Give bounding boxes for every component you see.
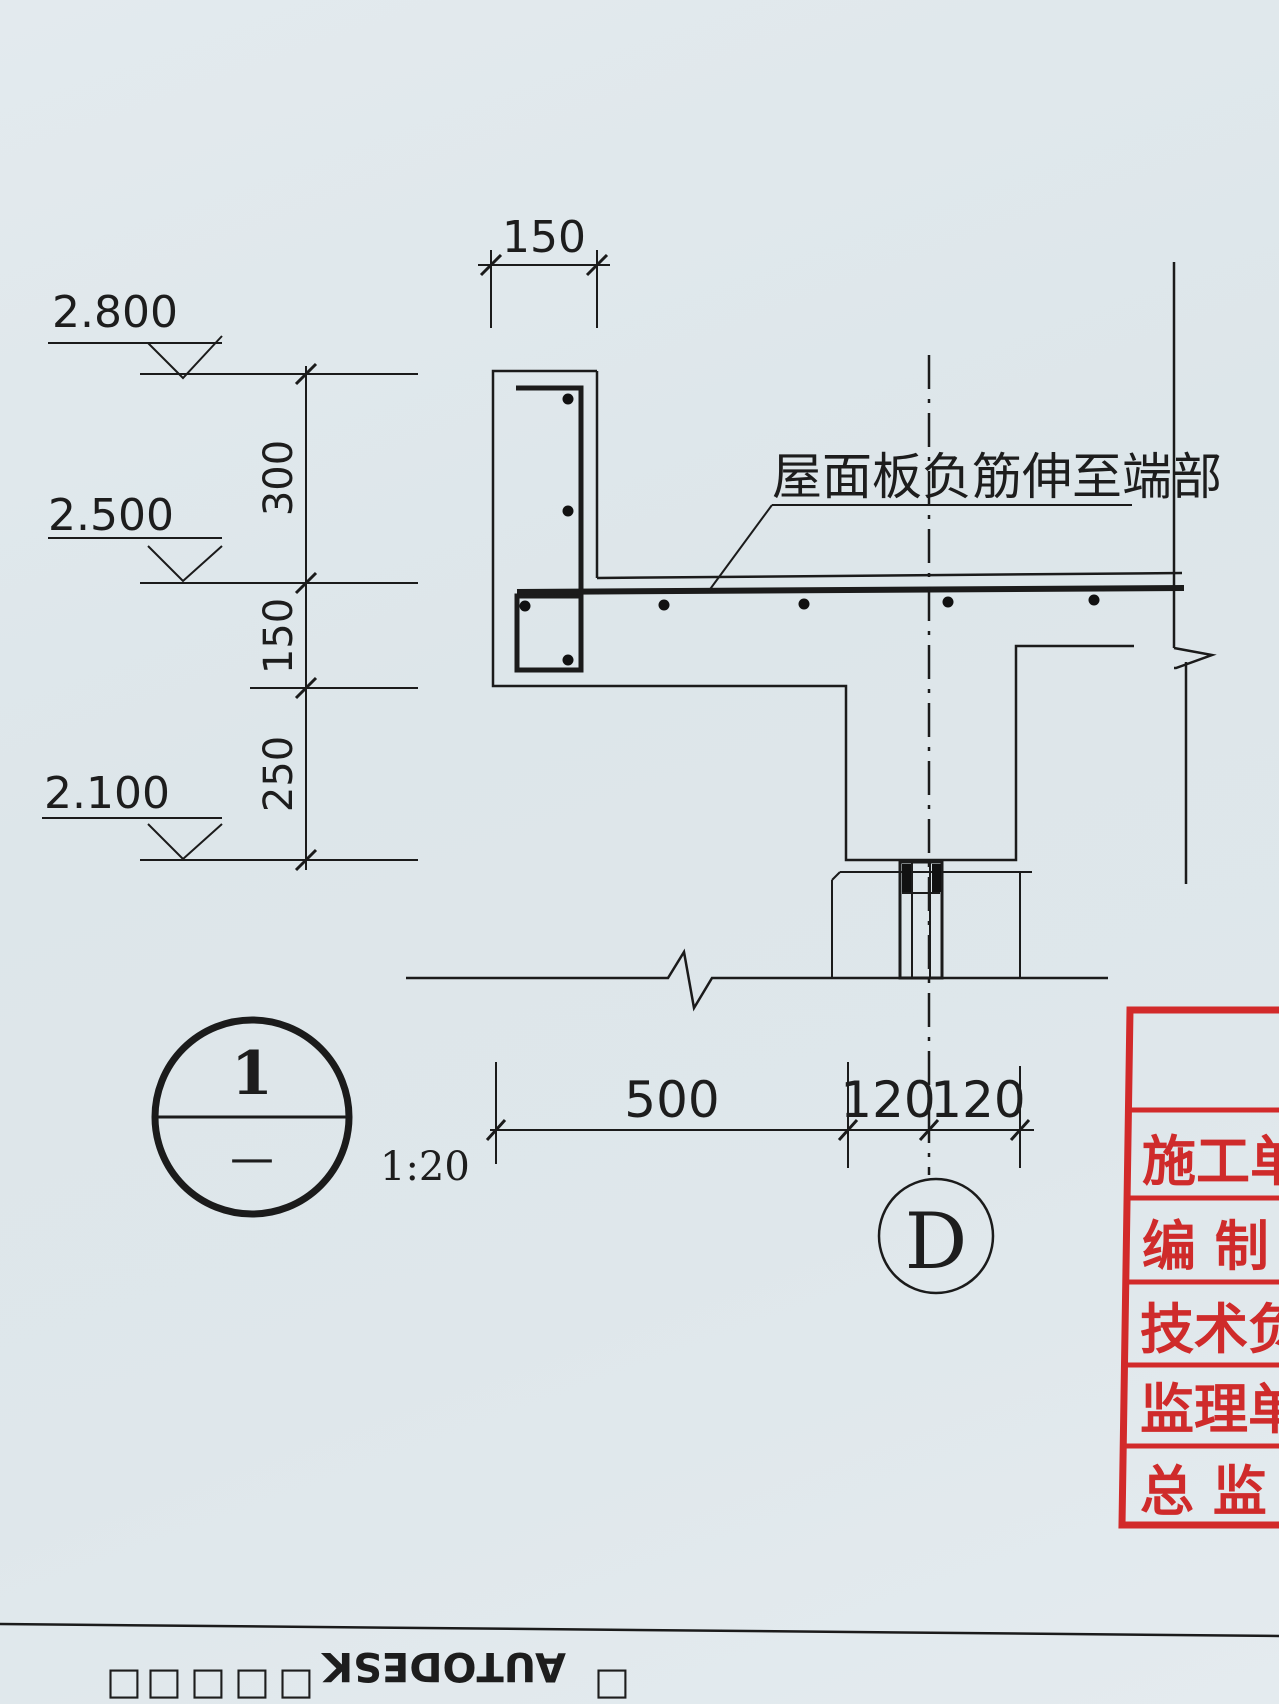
sheet-footer: □ □ □ □ □ AUTODESK □ (0, 1622, 1279, 1703)
approval-stamp: 施工单 编 制 人 技术负责 监理单位 总 监 (1118, 1006, 1279, 1529)
break-line (406, 948, 1108, 1012)
footer-glyph-2: □ (146, 1659, 182, 1703)
mirrored-brand-group: AUTODESK (320, 1643, 566, 1689)
stamp-row-technical: 技术负责 (1140, 1297, 1279, 1361)
vertical-dimension-chain: 300 150 250 (256, 362, 318, 872)
stamp-row-construction: 施工单 (1142, 1129, 1279, 1193)
elevation-marker-2500: 2.500 (48, 490, 223, 583)
horizontal-dim-120-right: 120 (930, 1071, 1025, 1129)
detail-number: 1 (231, 1039, 273, 1109)
axis-bubble: D (877, 1177, 995, 1295)
stamp-row-supervision: 监理单位 (1140, 1377, 1279, 1441)
detail-symbol: 1 — 1:20 (151, 1016, 470, 1218)
elevation-label-2500: 2.500 (48, 490, 174, 541)
annotation-text: 屋面板负筋伸至端部 (772, 448, 1222, 506)
elevation-marker-2100: 2.100 (42, 768, 223, 861)
detail-sheet: — (230, 1133, 274, 1184)
axis-label: D (905, 1197, 968, 1287)
stamp-row-chief: 总 监 (1140, 1459, 1267, 1523)
vertical-dim-150: 150 (256, 598, 302, 674)
horizontal-dimension-chain: 500 120 120 (485, 1062, 1034, 1168)
stamp-row-compiler: 编 制 人 (1142, 1214, 1279, 1278)
top-dimension: 150 (478, 212, 610, 328)
horizontal-dim-500: 500 (624, 1071, 719, 1129)
footer-glyph-1: □ (106, 1659, 142, 1703)
window-detail (831, 860, 1032, 980)
footer-glyph-4: □ (234, 1659, 270, 1703)
footer-glyph-5: □ (278, 1659, 314, 1703)
horizontal-dim-120-left: 120 (840, 1071, 935, 1129)
rebar-annotation: 屋面板负筋伸至端部 (707, 448, 1222, 593)
concrete-section-outline (491, 262, 1217, 884)
footer-glyph-6: □ (594, 1659, 630, 1703)
reinforcement-bars (514, 385, 1185, 673)
footer-glyph-3: □ (190, 1659, 226, 1703)
scale-label: 1:20 (380, 1144, 470, 1190)
vertical-dim-300: 300 (256, 440, 302, 516)
elevation-marker-2800: 2.800 (48, 287, 223, 380)
vertical-dim-250: 250 (256, 736, 302, 812)
elevation-label-2100: 2.100 (44, 768, 170, 819)
top-dim-150: 150 (502, 212, 586, 263)
footer-brand: AUTODESK (320, 1643, 566, 1689)
elevation-label-2800: 2.800 (52, 287, 178, 338)
